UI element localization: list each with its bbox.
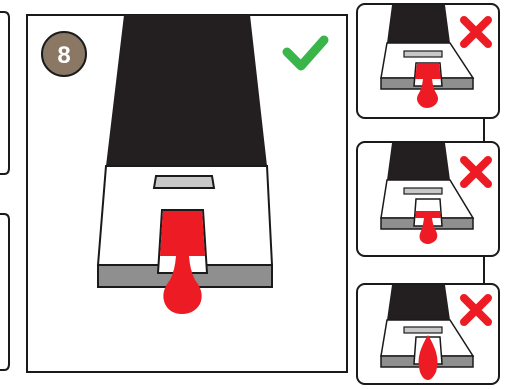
step-number: 8 xyxy=(57,42,70,69)
dark-region xyxy=(106,15,267,166)
previous-panel-edge xyxy=(0,11,10,371)
wrong-panel-3 xyxy=(356,283,500,385)
main-panel: 8 xyxy=(26,14,348,373)
upper-slot xyxy=(152,175,216,189)
check-mark-icon xyxy=(282,35,329,71)
fluid-fill xyxy=(160,211,205,256)
wrong-panel-1 xyxy=(356,3,500,119)
cross-mark-icon xyxy=(460,294,492,326)
fluid-drip xyxy=(163,256,202,314)
cross-mark-icon xyxy=(460,156,492,188)
wrong-panel-2 xyxy=(356,141,500,257)
step-badge: 8 xyxy=(41,31,87,77)
cross-mark-icon xyxy=(460,16,492,48)
